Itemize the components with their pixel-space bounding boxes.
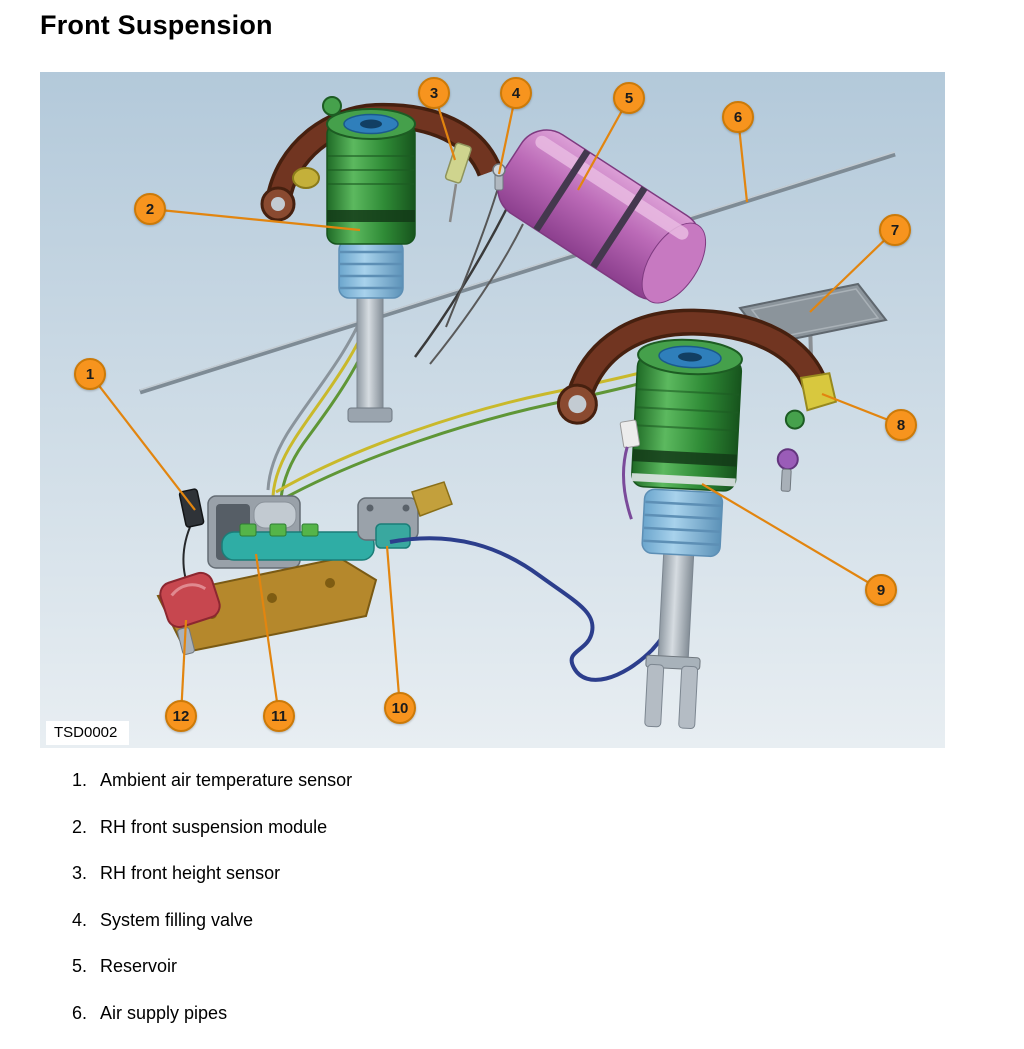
callout-12: 12 xyxy=(165,700,197,732)
legend-item-number: 6. xyxy=(72,1002,88,1023)
arm-bracket-illustration xyxy=(799,372,838,412)
callout-7: 7 xyxy=(879,214,911,246)
legend-item-label: Reservoir xyxy=(100,956,178,976)
legend-item-number: 2. xyxy=(72,816,88,837)
lh-suspension-module-illustration xyxy=(556,308,838,730)
callout-5: 5 xyxy=(613,82,645,114)
legend-item-label: Ambient air temperature sensor xyxy=(100,770,353,790)
legend-item-number: 1. xyxy=(72,770,88,790)
valve-manifold-illustration xyxy=(357,481,453,549)
red-bracket-illustration xyxy=(159,571,221,629)
reservoir-illustration xyxy=(497,129,707,304)
suspension-illustration xyxy=(89,92,902,730)
legend-item-label: RH front suspension module xyxy=(100,816,328,837)
air-supply-pipes-illustration xyxy=(139,151,896,395)
callout-6: 6 xyxy=(722,101,754,133)
legend-item-number: 4. xyxy=(72,909,88,930)
legend-list: 1. Ambient air temperature sensor 2. RH fro… xyxy=(72,770,952,1049)
legend-item-number: 3. xyxy=(72,863,88,883)
callout-4: 4 xyxy=(500,77,532,109)
legend-item-label: Air supply pipes xyxy=(100,1002,228,1023)
valve-block-assembly-illustration xyxy=(156,481,453,655)
rh-suspension-module-illustration xyxy=(260,96,506,423)
callout-11: 11 xyxy=(263,700,295,732)
legend-item: 4. System filling valve xyxy=(72,909,952,930)
legend-item: 5. Reservoir xyxy=(72,956,952,976)
figure-label: TSD0002 xyxy=(46,721,130,745)
callout-1: 1 xyxy=(74,358,106,390)
legend-item: 2. RH front suspension module xyxy=(72,816,952,837)
legend-item: 1. Ambient air temperature sensor xyxy=(72,770,952,790)
manual-page: Front Suspension xyxy=(40,10,945,1023)
callout-8: 8 xyxy=(885,409,917,441)
legend-item: 6. Air supply pipes xyxy=(72,1002,952,1023)
callout-3: 3 xyxy=(418,77,450,109)
filling-valve-illustration xyxy=(492,163,506,191)
legend-item-label: System filling valve xyxy=(100,909,254,930)
air-line-loop-illustration xyxy=(389,536,690,682)
legend-item: 3. RH front height sensor xyxy=(72,863,952,883)
callout-2: 2 xyxy=(134,193,166,225)
legend-item-number: 5. xyxy=(72,956,88,976)
legend-item-label: RH front height sensor xyxy=(100,863,281,883)
page-title: Front Suspension xyxy=(40,10,273,40)
callout-9: 9 xyxy=(865,574,897,606)
height-sensor-illustration xyxy=(444,142,472,184)
callout-10: 10 xyxy=(384,692,416,724)
